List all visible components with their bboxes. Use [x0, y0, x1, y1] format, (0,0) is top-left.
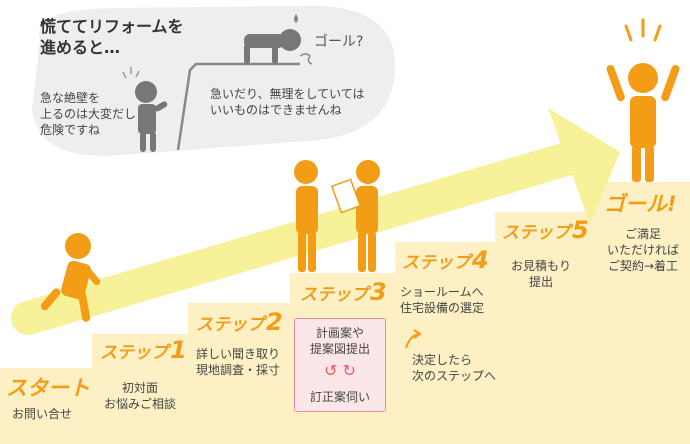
goal-desc: ご満足 いただければ ご契約→着工: [596, 226, 690, 274]
step4-desc: ショールームへ 住宅設備の選定: [400, 284, 484, 316]
step3-box: 計画案や 提案図提出 ↺ ↻ 訂正案伺い: [294, 318, 386, 412]
next-step-note: 決定したら 次のステップへ: [412, 352, 496, 384]
start-desc: お問い合せ: [12, 406, 72, 422]
step3-desc3: 訂正案伺い: [295, 389, 385, 405]
start-label: スタート: [6, 372, 90, 402]
step5-desc: お見積もり 提出: [496, 258, 586, 290]
document-icon: [332, 179, 360, 212]
bubble-title: 慌ててリフォームを 進めると…: [40, 16, 184, 58]
bubble-note: 急いだり、無理をしていては いいものはできませんね: [210, 86, 365, 118]
step2-label: ステップ2: [196, 308, 283, 336]
goal-label: ゴール!: [604, 188, 677, 218]
step2-desc: 詳しい聞き取り 現地調査・採寸: [188, 346, 288, 378]
goal-question: ゴール?: [314, 34, 363, 50]
cycle-arrows-icon: ↺ ↻: [295, 363, 385, 379]
step1-label: ステップ1: [100, 336, 187, 364]
celebrating-person-icon: [605, 63, 680, 182]
step3-desc: 計画案や 提案図提出: [295, 325, 385, 357]
step4-label: ステップ4: [402, 246, 489, 274]
bubble-warning: 急な絶壁を 上るのは大変だし 危険ですね: [40, 90, 136, 138]
step5-label: ステップ5: [502, 216, 589, 244]
joy-lines-icon: [626, 20, 660, 40]
step3-label: ステップ3: [300, 278, 387, 306]
step1-desc: 初対面 お悩みご相談: [92, 380, 188, 412]
